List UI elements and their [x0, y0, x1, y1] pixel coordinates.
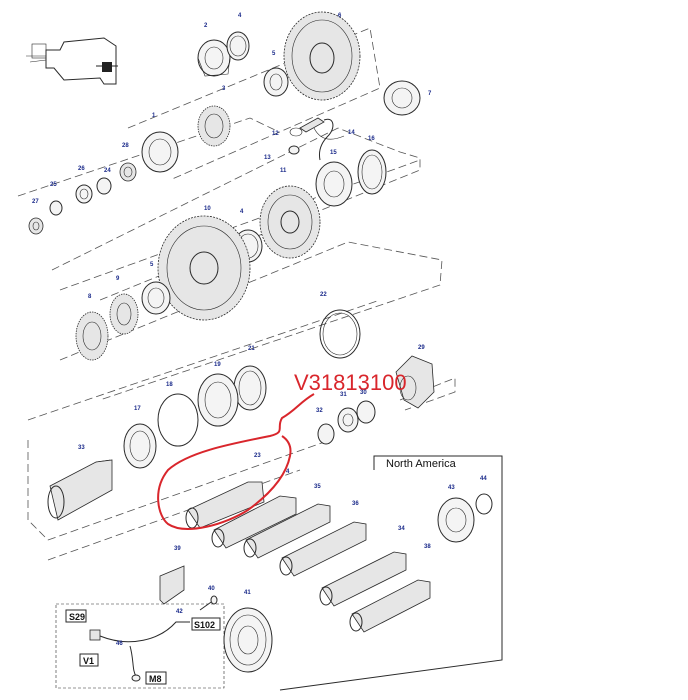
part-8-hub	[75, 311, 109, 361]
callout-26: 26	[78, 166, 85, 172]
part-35-shaft	[243, 503, 331, 559]
callout-24: 24	[104, 168, 111, 174]
part-41-housing	[223, 607, 273, 673]
callout-25: 25	[50, 182, 57, 188]
part-3-spline-gear	[197, 105, 231, 147]
callout-41: 41	[244, 590, 251, 596]
part-10-large-gear	[157, 215, 251, 321]
m8-ref: M8	[149, 674, 162, 684]
part-6-large-gear	[283, 11, 361, 101]
part-25-washer	[49, 200, 63, 216]
callout-30: 30	[360, 390, 367, 396]
callout-8: 8	[88, 294, 92, 300]
callout-2: 2	[204, 23, 208, 29]
part-16-ring	[357, 149, 387, 195]
callout-36: 36	[352, 501, 359, 507]
callouts: 1 2 3 4 4 4 5 5 6 7 8 9 10 11 12 13 14 1…	[32, 13, 487, 647]
callout-21: 21	[248, 346, 255, 352]
callout-15: 15	[330, 150, 337, 156]
callout-42: 42	[176, 609, 183, 615]
part-34-shaft	[211, 495, 297, 549]
callout-33: 33	[78, 445, 85, 451]
callout-5: 5	[272, 51, 276, 57]
callout-5b: 5	[150, 262, 154, 268]
callout-4b: 4	[240, 209, 244, 215]
callout-32: 32	[316, 408, 323, 414]
highlight-annotation: V31813100	[157, 370, 407, 530]
part-4-ring	[226, 31, 250, 61]
part-7-bearing	[383, 80, 421, 116]
callout-7: 7	[428, 91, 432, 97]
part-39-bracket	[159, 565, 185, 605]
part-1-bearing	[141, 131, 179, 173]
callout-6: 6	[338, 13, 342, 19]
north-america-label: North America	[386, 458, 457, 470]
part-5b-bearing	[141, 281, 171, 315]
part-11-gear	[259, 185, 321, 259]
s29-ref: S29	[69, 612, 85, 622]
part-30-ring	[356, 400, 376, 424]
callout-3: 3	[222, 86, 226, 92]
part-32-ring	[317, 423, 335, 445]
s102-ref: S102	[194, 620, 215, 630]
part-33-output-shaft	[47, 459, 113, 521]
callout-38: 38	[424, 544, 431, 550]
callout-4: 4	[238, 13, 242, 19]
callout-11: 11	[280, 168, 287, 174]
part-24-washer	[96, 177, 112, 195]
north-america-box: North America	[279, 455, 503, 691]
part-17-seal	[123, 423, 157, 469]
transmission-thumbnail	[26, 37, 118, 85]
wiring-harness: S29 S102 V1 M8	[55, 603, 225, 689]
callout-1: 1	[152, 113, 156, 119]
part-43-flange	[437, 497, 475, 543]
part-36-shaft	[279, 521, 367, 577]
part-22-snap-ring	[319, 309, 361, 359]
callout-9: 9	[116, 276, 120, 282]
part-2-spacer	[197, 39, 231, 77]
callout-22: 22	[320, 292, 327, 298]
callout-39: 39	[174, 546, 181, 552]
v1-ref: V1	[83, 656, 94, 666]
part-12-14-speed-sensor	[288, 117, 345, 161]
callout-29: 29	[418, 345, 425, 351]
part-21-ring	[233, 365, 267, 411]
callout-18: 18	[166, 382, 173, 388]
callout-40: 40	[208, 586, 215, 592]
callout-17: 17	[134, 406, 141, 412]
callout-31: 31	[340, 392, 347, 398]
part-15-bearing	[315, 161, 353, 207]
part-27-nut	[28, 217, 44, 235]
part-40-sensor	[199, 595, 218, 611]
callout-35: 35	[314, 484, 321, 490]
callout-44: 44	[480, 476, 487, 482]
callout-4c: 4	[286, 469, 290, 475]
part-18-ring	[157, 393, 199, 447]
callout-16: 16	[368, 136, 375, 142]
callout-28: 28	[122, 143, 129, 149]
part-28-collar	[119, 162, 137, 182]
part-number-annotation: V31813100	[294, 370, 407, 395]
part-38-shaft	[349, 579, 431, 633]
part-9-gear	[109, 293, 139, 335]
part-44-ring	[475, 493, 493, 515]
callout-27: 27	[32, 199, 39, 205]
part-19-bearing	[197, 373, 239, 427]
part-26-washer	[75, 184, 93, 204]
part-29-shift-collar	[395, 355, 435, 409]
callout-46: 46	[116, 641, 123, 647]
callout-34: 34	[398, 526, 405, 532]
callout-19: 19	[214, 362, 221, 368]
callout-12: 12	[272, 131, 279, 137]
part-31-bearing	[337, 407, 359, 433]
callout-13: 13	[264, 155, 271, 161]
callout-43: 43	[448, 485, 455, 491]
callout-10: 10	[204, 206, 211, 212]
part-37-shaft	[319, 551, 407, 607]
callout-23: 23	[254, 453, 261, 459]
part-5-bearing	[263, 67, 289, 97]
callout-14: 14	[348, 130, 355, 136]
